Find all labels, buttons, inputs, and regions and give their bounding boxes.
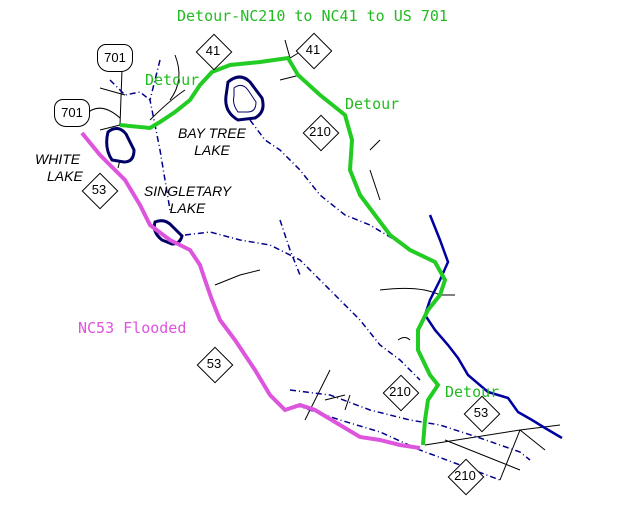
nc210-shield: 210	[447, 458, 483, 494]
nc210-shield: 210	[302, 114, 338, 150]
lake-name: LAKE	[194, 142, 230, 158]
nc53-shield: 53	[196, 346, 232, 382]
detour-label: Detour	[145, 71, 200, 89]
white-lake-shape	[105, 127, 136, 164]
us701-shield: 701	[54, 99, 90, 127]
nc53-shield: 53	[463, 395, 499, 431]
lake-name: LAKE	[169, 200, 206, 216]
flooded-label: NC53 Flooded	[78, 319, 187, 337]
river	[423, 214, 563, 440]
detour-label: Detour	[345, 95, 400, 113]
singletary-lake-shape	[152, 219, 184, 246]
detour-route	[119, 55, 448, 446]
nc53-flooded-route	[80, 131, 421, 450]
lake-name: SINGLETARY	[143, 183, 232, 199]
lake-name: WHITE	[35, 151, 81, 167]
nc41-shield: 41	[195, 33, 231, 69]
map-title: Detour-NC210 to NC41 to US 701	[177, 7, 448, 25]
lakes	[105, 75, 265, 246]
nc41-shield: 41	[295, 32, 331, 68]
nc53-shield: 53	[81, 172, 117, 208]
nc210-shield: 210	[382, 374, 418, 410]
bay-tree-lake-shape	[224, 75, 265, 122]
local-roads	[84, 39, 561, 481]
us701-shield: 701	[97, 44, 133, 72]
lake-name: BAY TREE	[178, 125, 246, 141]
lake-name: LAKE	[47, 168, 83, 184]
